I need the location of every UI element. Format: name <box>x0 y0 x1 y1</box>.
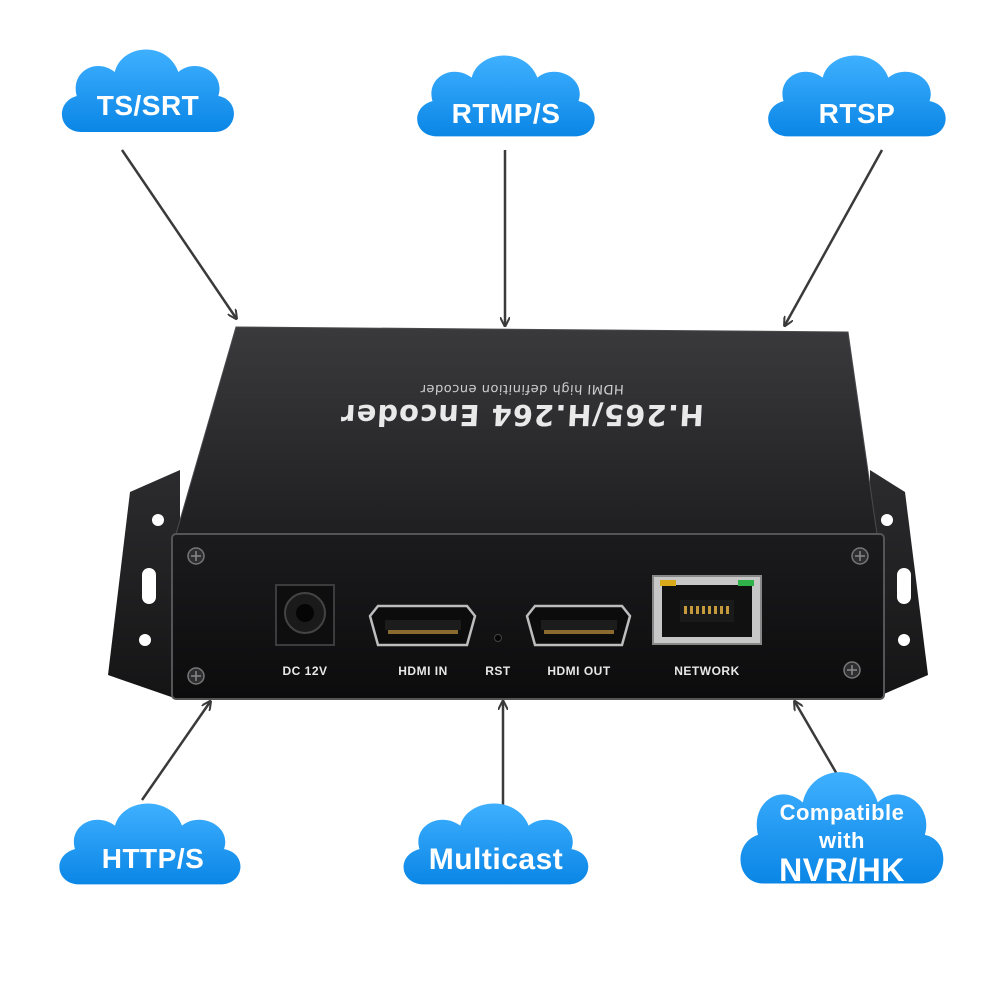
hdmi-out-port <box>525 604 632 647</box>
device-title: H.265/H.264 Encoder <box>339 398 705 432</box>
cloud-label-nvr-hk: NVR/HK <box>779 852 905 888</box>
label-hdmi-out: HDMI OUT <box>547 664 611 678</box>
cloud-label-http: HTTP/S <box>101 843 205 874</box>
label-network: NETWORK <box>674 664 740 678</box>
reset-pinhole <box>494 634 502 642</box>
device-top-panel <box>176 327 877 534</box>
arrow-http <box>140 702 210 801</box>
arrow-ts-srt <box>120 149 236 318</box>
cloud-label-rtsp: RTSP <box>818 98 896 129</box>
mounting-flange-left <box>108 470 180 700</box>
label-dc-12v: DC 12V <box>282 664 328 678</box>
rj45-network-port <box>652 575 762 645</box>
dc-power-jack <box>275 584 335 646</box>
cloud-label-compatible: Compatible <box>779 800 905 825</box>
device-subtitle: HDMI high definition encoder <box>419 381 625 396</box>
cloud-label-multicast: Multicast <box>428 843 564 876</box>
label-rst: RST <box>485 664 511 678</box>
cloud-label-with: with <box>819 828 865 853</box>
cloud-label-ts-srt: TS/SRT <box>96 90 200 121</box>
label-hdmi-in: HDMI IN <box>398 664 448 678</box>
hdmi-in-port <box>368 604 477 647</box>
arrow-rtsp <box>785 149 884 325</box>
cloud-label-rtmp: RTMP/S <box>451 98 561 129</box>
